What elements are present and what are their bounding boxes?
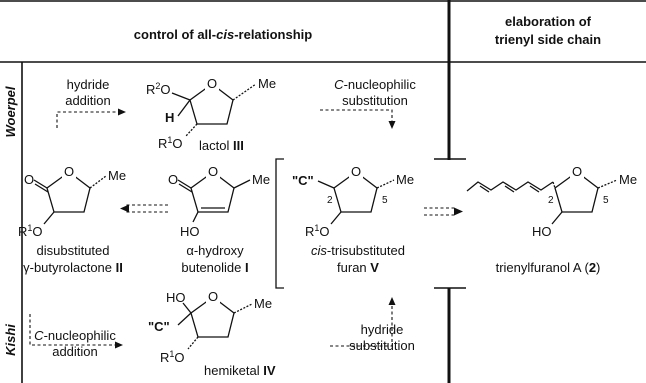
furan-c-nucleophile: "C" [292, 173, 314, 188]
lactol-label: lactol III [199, 138, 244, 153]
lactone-label-1: disubstituted [37, 243, 110, 258]
header-right-line2: trienyl side chain [495, 32, 601, 47]
butenolide-structure [177, 164, 251, 223]
trienylfuranol-methyl: Me [619, 172, 637, 187]
butenolide-hydroxy: HO [180, 224, 200, 239]
step-c-nuc-substitution-2: substitution [342, 93, 408, 108]
trienylfuranol-position-5: 5 [603, 195, 609, 206]
trienylfuranol-position-2: 2 [548, 195, 554, 206]
header-right-line1: elaboration of [505, 14, 592, 29]
step-c-nuc-addition-2: addition [52, 344, 98, 359]
lactol-structure [171, 76, 257, 137]
hemiketal-methyl: Me [254, 296, 272, 311]
lactol-methyl: Me [258, 76, 276, 91]
butenolide-ring-oxygen: O [208, 164, 218, 179]
hemiketal-r1o: R1O [160, 349, 185, 365]
lactol-hydrogen: H [165, 110, 174, 125]
butenolide-methyl: Me [252, 172, 270, 187]
lactol-r1o: R1O [158, 135, 183, 151]
arrow-hydride-substitution [330, 297, 396, 347]
side-label-kishi: Kishi [3, 324, 18, 356]
lactone-carbonyl-oxygen: O [24, 172, 34, 187]
furan-position-2: 2 [327, 195, 333, 206]
hemiketal-label: hemiketal IV [204, 363, 276, 378]
lactone-r1o: R1O [18, 223, 43, 239]
furan-label-2: furan V [337, 260, 379, 275]
furan-r1o: R1O [305, 223, 330, 239]
trienylfuranol-structure [466, 164, 618, 225]
butenolide-carbonyl-oxygen: O [168, 172, 178, 187]
header-left: control of all-cis-relationship [134, 27, 312, 42]
bracket-left [275, 158, 284, 289]
furan-label-1: cis-trisubstituted [311, 243, 405, 258]
furan-structure [317, 164, 395, 225]
lactone-methyl: Me [108, 168, 126, 183]
bracket-right [434, 158, 466, 289]
hemiketal-structure [177, 289, 253, 350]
furan-ring-oxygen: O [351, 164, 361, 179]
step-hydride-substitution-1: hydride [361, 322, 404, 337]
hemiketal-c-nucleophile: "C" [148, 319, 170, 334]
butenolide-label-2: butenolide I [181, 260, 248, 275]
trienylfuranol-ring-oxygen: O [572, 164, 582, 179]
hemiketal-ring-oxygen: O [208, 289, 218, 304]
lactol-r2o: R2O [146, 81, 171, 97]
lactone-structure [33, 164, 107, 225]
butenolide-label-1: α-hydroxy [186, 243, 244, 258]
furan-position-5: 5 [382, 195, 388, 206]
furan-methyl: Me [396, 172, 414, 187]
step-hydride-addition-2: addition [65, 93, 111, 108]
arrow-c-nuc-substitution [320, 109, 396, 129]
step-c-nuc-addition-1: C-nucleophilic [34, 328, 116, 343]
step-hydride-addition-1: hydride [67, 77, 110, 92]
hemiketal-hydroxy: HO [166, 290, 186, 305]
side-label-woerpel: Woerpel [3, 86, 18, 137]
lactone-ring-oxygen: O [64, 164, 74, 179]
trienylfuranol-hydroxy: HO [532, 224, 552, 239]
step-c-nuc-substitution-1: C-nucleophilic [334, 77, 416, 92]
trienylfuranol-label: trienylfuranol A (2) [496, 260, 601, 275]
arrow-retro-to-lactone [120, 204, 168, 213]
arrow-hydride-addition [56, 108, 126, 128]
lactol-ring-oxygen: O [207, 76, 217, 91]
arrow-c-nuc-addition [29, 314, 123, 349]
lactone-label-2: γ-butyrolactone II [23, 260, 123, 275]
arrow-to-trienylfuranol [424, 207, 463, 216]
